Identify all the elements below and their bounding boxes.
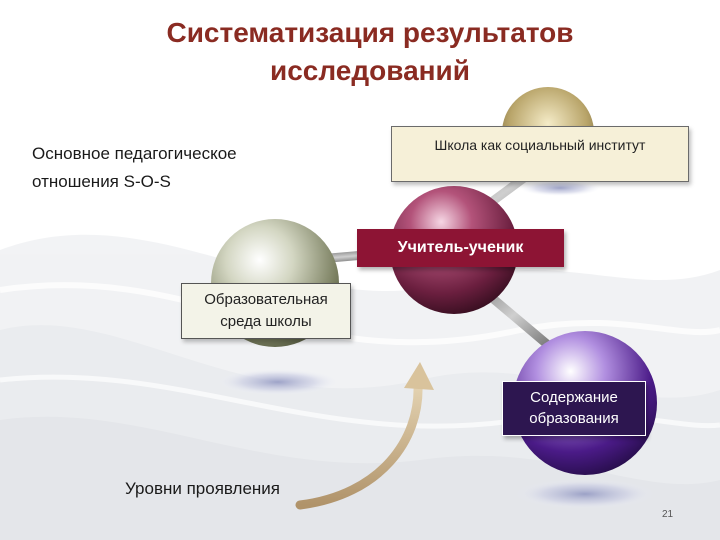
curved-arrow-icon xyxy=(295,362,434,510)
page-number: 21 xyxy=(662,509,674,520)
educational-environment-node-box: Образовательная среда школы xyxy=(181,283,351,339)
school-node-box: Школа как социальный институт xyxy=(391,126,689,182)
teacher-student-node-box: Учитель-ученик xyxy=(357,229,564,267)
sphere-shadow-purple xyxy=(515,479,655,509)
education-content-node-box: Содержание образования xyxy=(502,381,646,436)
sphere-shadow-top xyxy=(520,180,600,196)
sphere-shadow-green xyxy=(218,369,338,395)
levels-label: Уровни проявления xyxy=(125,479,281,498)
relation-label: Основное педагогическое отношения S-O-S xyxy=(32,144,237,191)
page-title: Систематизация результатов исследований xyxy=(80,14,660,90)
title-line: Систематизация результатов исследований xyxy=(166,17,574,86)
